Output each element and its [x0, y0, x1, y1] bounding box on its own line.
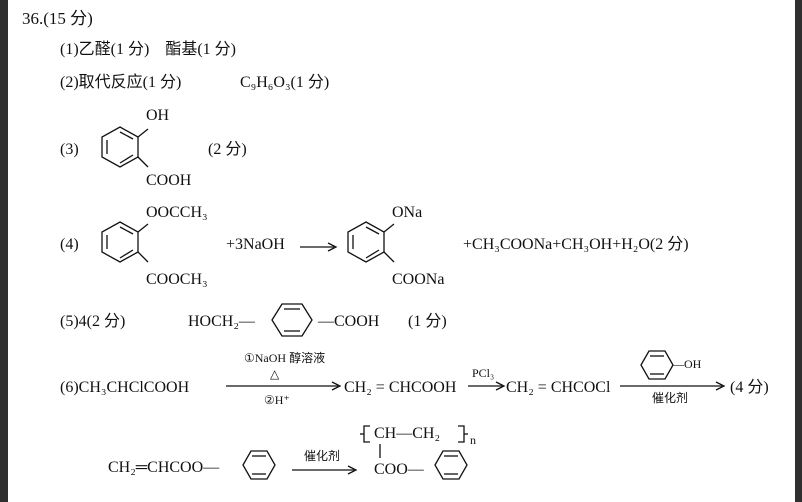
- part4-reactant-top: OOCCH₃: [146, 204, 208, 221]
- part3-label: (3): [60, 141, 79, 158]
- part6-cond2-top: PCl₃: [472, 366, 495, 380]
- part3-oh: OH: [146, 107, 170, 124]
- part6-phenol-oh: —OH: [672, 357, 702, 371]
- part3-score: (2 分): [208, 141, 247, 158]
- part6b-monomer: CH₂═CHCOO—: [108, 459, 220, 476]
- part6b-bond: [379, 444, 381, 458]
- part5-left: HOCH₂—: [188, 313, 255, 330]
- part3-cooh: COOH: [146, 172, 192, 189]
- part4-product-bottom: COONa: [392, 271, 445, 288]
- part6b-bracket-right: [458, 425, 468, 443]
- part5-benzene-ring: [271, 303, 313, 337]
- part5-right: —COOH: [318, 313, 380, 330]
- part6b-arrow: [292, 465, 358, 475]
- part6-arrow1: [226, 381, 342, 391]
- part4-product-top: ONa: [392, 204, 423, 221]
- part4-reaction-arrow: [300, 242, 338, 252]
- part4-reactant-ring: [101, 221, 149, 263]
- answer-sheet: 36.(15 分) (1)乙醛(1 分) 酯基(1 分) (2)取代反应(1 分…: [8, 0, 795, 502]
- part4-rest: +CH₃COONa+CH₃OH+H₂O(2 分): [463, 236, 689, 253]
- part6-mid1: CH₂ = CHCOOH: [344, 379, 457, 396]
- part3-benzene-ring: [101, 126, 149, 168]
- part6-phenol-ring: [640, 350, 674, 380]
- part6b-catalyst: 催化剂: [304, 449, 341, 463]
- part6-cond1-bottom: ②H⁺: [264, 393, 290, 407]
- part2-formula: C₉H₆O₃(1 分): [240, 74, 330, 91]
- question-header: 36.(15 分): [22, 9, 93, 28]
- part5-score: (1 分): [408, 313, 447, 330]
- part4-label: (4): [60, 236, 79, 253]
- part6-arrow3: [620, 381, 726, 391]
- part5-label: (5)4(2 分): [60, 313, 126, 330]
- part6-score: (4 分): [730, 379, 769, 396]
- part6b-bracket-left: [360, 425, 370, 443]
- part6-arrow2: [468, 381, 506, 391]
- part6b-polymer-n: n: [470, 433, 476, 447]
- part4-reactant-bottom: COOCH₃: [146, 271, 208, 288]
- part4-product-ring: [347, 221, 395, 263]
- part4-plus-naoh: +3NaOH: [226, 236, 285, 253]
- part2-answer: (2)取代反应(1 分): [60, 74, 182, 91]
- part6b-polymer-coo: COO—: [374, 461, 424, 478]
- part1-answer: (1)乙醛(1 分) 酯基(1 分): [60, 41, 236, 58]
- part6-label: (6)CH₃CHClCOOH: [60, 379, 190, 396]
- part6-cond1-mid: △: [270, 367, 280, 381]
- part6-cond3-bottom: 催化剂: [652, 391, 689, 405]
- part6-mid2: CH₂ = CHCOCl: [506, 379, 611, 396]
- part6b-monomer-ring: [242, 450, 276, 480]
- part6b-polymer-chain: CH—CH₂: [374, 425, 441, 442]
- part6-cond1-top: ①NaOH 醇溶液: [244, 351, 326, 365]
- part6b-polymer-ring: [434, 450, 468, 480]
